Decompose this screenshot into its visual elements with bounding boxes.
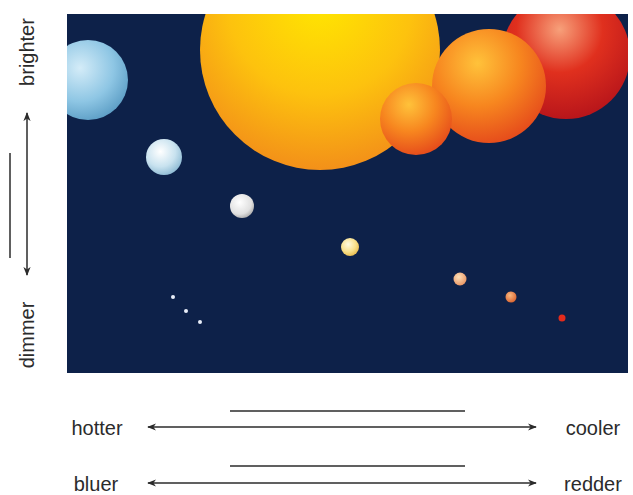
axis-label: bluer: [74, 474, 118, 494]
axis-label: brighter: [17, 18, 37, 86]
stars: [67, 14, 628, 324]
axes: [10, 113, 536, 483]
axis-label: redder: [564, 474, 622, 494]
axis-label: hotter: [71, 418, 122, 438]
axis-label: cooler: [566, 418, 620, 438]
axis-label: dimmer: [17, 302, 37, 369]
